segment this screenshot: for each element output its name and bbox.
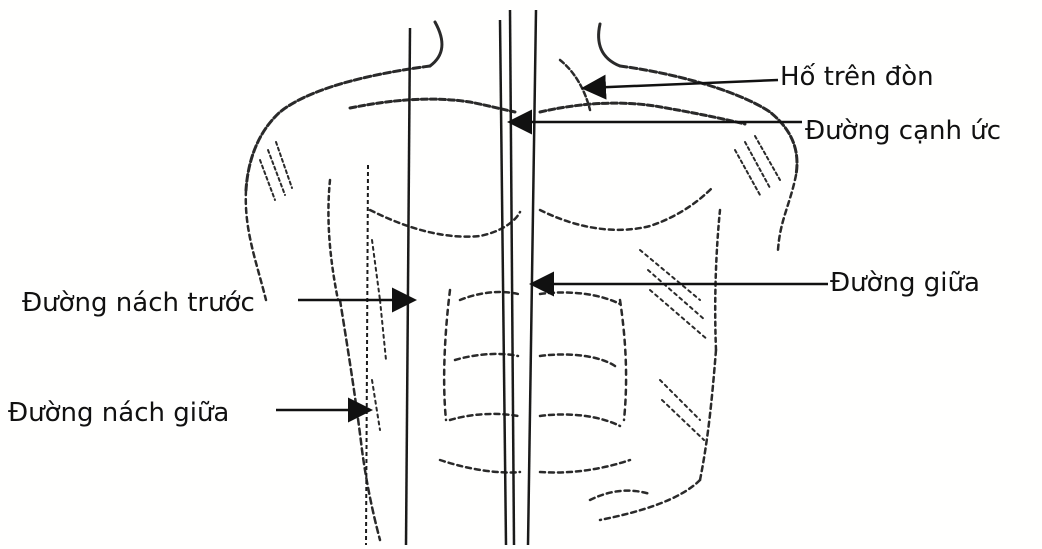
supraclavicular-arrow [586,80,778,88]
anterior-axillary-vertical-line [406,28,410,545]
label-anterior-axillary-line: Đường nách trước [22,290,255,316]
reference-lines [366,10,536,545]
body-outline [246,22,797,540]
label-parasternal-line: Đường cạnh ức [805,118,1001,144]
midline-vertical-line-right [510,10,514,545]
midline-vertical-line-left [500,20,506,545]
label-midline: Đường giữa [830,270,980,296]
label-supraclavicular-fossa: Hố trên đòn [780,64,934,90]
label-mid-axillary-line: Đường nách giữa [8,400,229,426]
parasternal-vertical-line [528,10,536,545]
